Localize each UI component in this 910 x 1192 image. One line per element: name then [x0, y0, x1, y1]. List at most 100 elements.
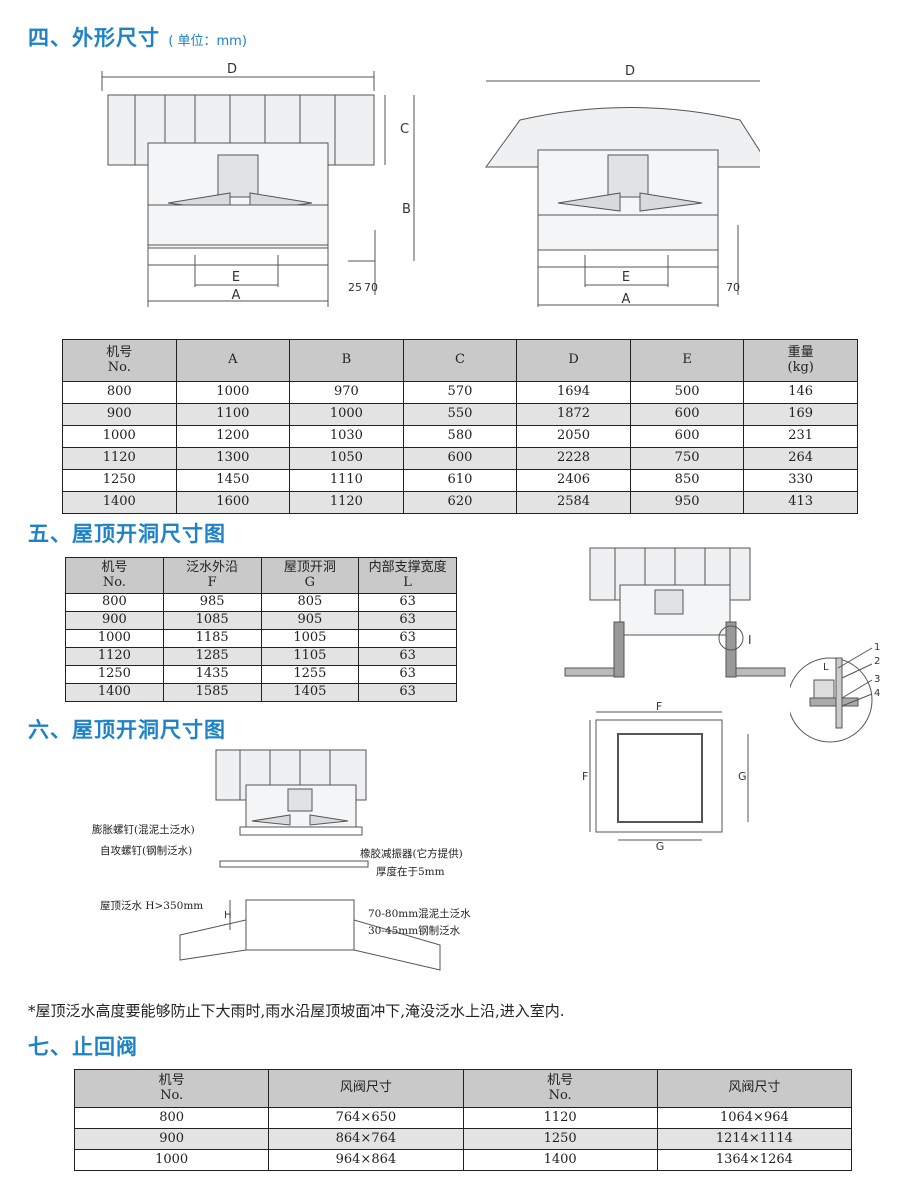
table-cell: 413 — [743, 491, 858, 514]
section-4-title-text: 四、外形尺寸 — [28, 26, 160, 50]
table-cell: 570 — [402, 381, 518, 404]
table-cell: 900 — [73, 1128, 270, 1150]
table-cell: 1000 — [175, 381, 291, 404]
table-cell: 1250 — [462, 1128, 658, 1150]
table-cell: 63 — [358, 683, 457, 702]
table-cell: 1250 — [62, 469, 177, 492]
dim-G-right: G — [738, 770, 747, 783]
h-dim-label: H — [224, 910, 232, 921]
header-cell: 重量(kg) — [743, 339, 858, 382]
table-cell: 1694 — [516, 381, 631, 404]
steel-flashing-label: 30-45mm钢制泛水 — [368, 925, 461, 937]
table-cell: 600 — [629, 403, 745, 426]
table-cell: 1120 — [462, 1107, 658, 1129]
dim-70-right: 70 — [726, 281, 740, 294]
table-cell: 63 — [358, 611, 457, 630]
header-cell: E — [629, 339, 745, 382]
table-cell: 146 — [743, 381, 858, 404]
table-cell: 550 — [402, 403, 518, 426]
opening-plan-drawing: F F G G — [582, 700, 749, 853]
table-cell: 63 — [358, 629, 457, 648]
table-cell: 1000 — [289, 403, 404, 426]
section-4-unit: ( 单位：mm) — [168, 34, 247, 49]
table-cell: 800 — [62, 381, 177, 404]
part-4-label: 4 — [874, 688, 880, 699]
part-2-label: 2 — [874, 656, 880, 667]
table-cell: 1000 — [73, 1149, 270, 1171]
installation-drawing: H — [179, 749, 441, 971]
header-cell: D — [516, 339, 631, 382]
table-cell: 1100 — [175, 403, 291, 426]
dim-A-left: A — [232, 288, 241, 303]
table-cell: 764×650 — [268, 1107, 464, 1129]
section-5-title: 五、屋顶开洞尺寸图 — [28, 522, 226, 546]
header-cell: C — [402, 339, 518, 382]
table-cell: 970 — [289, 381, 404, 404]
table-cell: 600 — [629, 425, 745, 448]
section-4-title: 四、外形尺寸 ( 单位：mm) — [28, 22, 247, 52]
table-cell: 2228 — [516, 447, 631, 470]
dim-70-left: 70 — [364, 281, 378, 294]
table-cell: 1000 — [62, 425, 177, 448]
concrete-flashing-label: 70-80mm混泥土泛水 — [368, 908, 471, 920]
expansion-bolt-label: 膨胀螺钉(混泥土泛水) — [92, 824, 195, 836]
table-cell: 805 — [260, 593, 360, 612]
table-cell: 500 — [629, 381, 745, 404]
table-cell: 1364×1264 — [656, 1149, 853, 1171]
table-cell: 1120 — [65, 647, 164, 666]
table-cell: 2406 — [516, 469, 631, 492]
header-cell: B — [289, 339, 404, 382]
table-cell: 1105 — [260, 647, 360, 666]
section-6-title: 六、屋顶开洞尺寸图 — [28, 718, 226, 742]
table-cell: 1435 — [162, 665, 262, 684]
table-cell: 950 — [629, 491, 745, 514]
table-cell: 1400 — [462, 1149, 658, 1171]
table-cell: 964×864 — [268, 1149, 464, 1171]
roof-mount-drawing: I — [564, 547, 786, 678]
table-cell: 63 — [358, 647, 457, 666]
table-cell: 864×764 — [268, 1128, 464, 1150]
part-3-label: 3 — [874, 674, 880, 685]
table-cell: 1185 — [162, 629, 262, 648]
header-cell: A — [175, 339, 291, 382]
table-cell: 1450 — [175, 469, 291, 492]
table-cell: 600 — [402, 447, 518, 470]
roof-flashing-note: *屋顶泛水高度要能够防止下大雨时,雨水沿屋顶坡面冲下,淹没泛水上沿,进入室内. — [28, 1002, 565, 1020]
table-cell: 1064×964 — [656, 1107, 853, 1129]
table-cell: 850 — [629, 469, 745, 492]
table-cell: 1214×1114 — [656, 1128, 853, 1150]
section-7-title: 七、止回阀 — [28, 1035, 138, 1059]
part-1-label: 1 — [874, 642, 880, 653]
table-cell: 1400 — [65, 683, 164, 702]
table-cell: 1030 — [289, 425, 404, 448]
table-cell: 2050 — [516, 425, 631, 448]
table-cell: 1285 — [162, 647, 262, 666]
fan-elevation-drawing-left: D C B E A 25 70 — [101, 62, 415, 307]
table-cell: 800 — [73, 1107, 270, 1129]
table-cell: 750 — [629, 447, 745, 470]
table-cell: 1400 — [62, 491, 177, 514]
table-cell: 169 — [743, 403, 858, 426]
table-cell: 580 — [402, 425, 518, 448]
table-cell: 1085 — [162, 611, 262, 630]
table-cell: 1585 — [162, 683, 262, 702]
table-cell: 63 — [358, 593, 457, 612]
table-cell: 905 — [260, 611, 360, 630]
